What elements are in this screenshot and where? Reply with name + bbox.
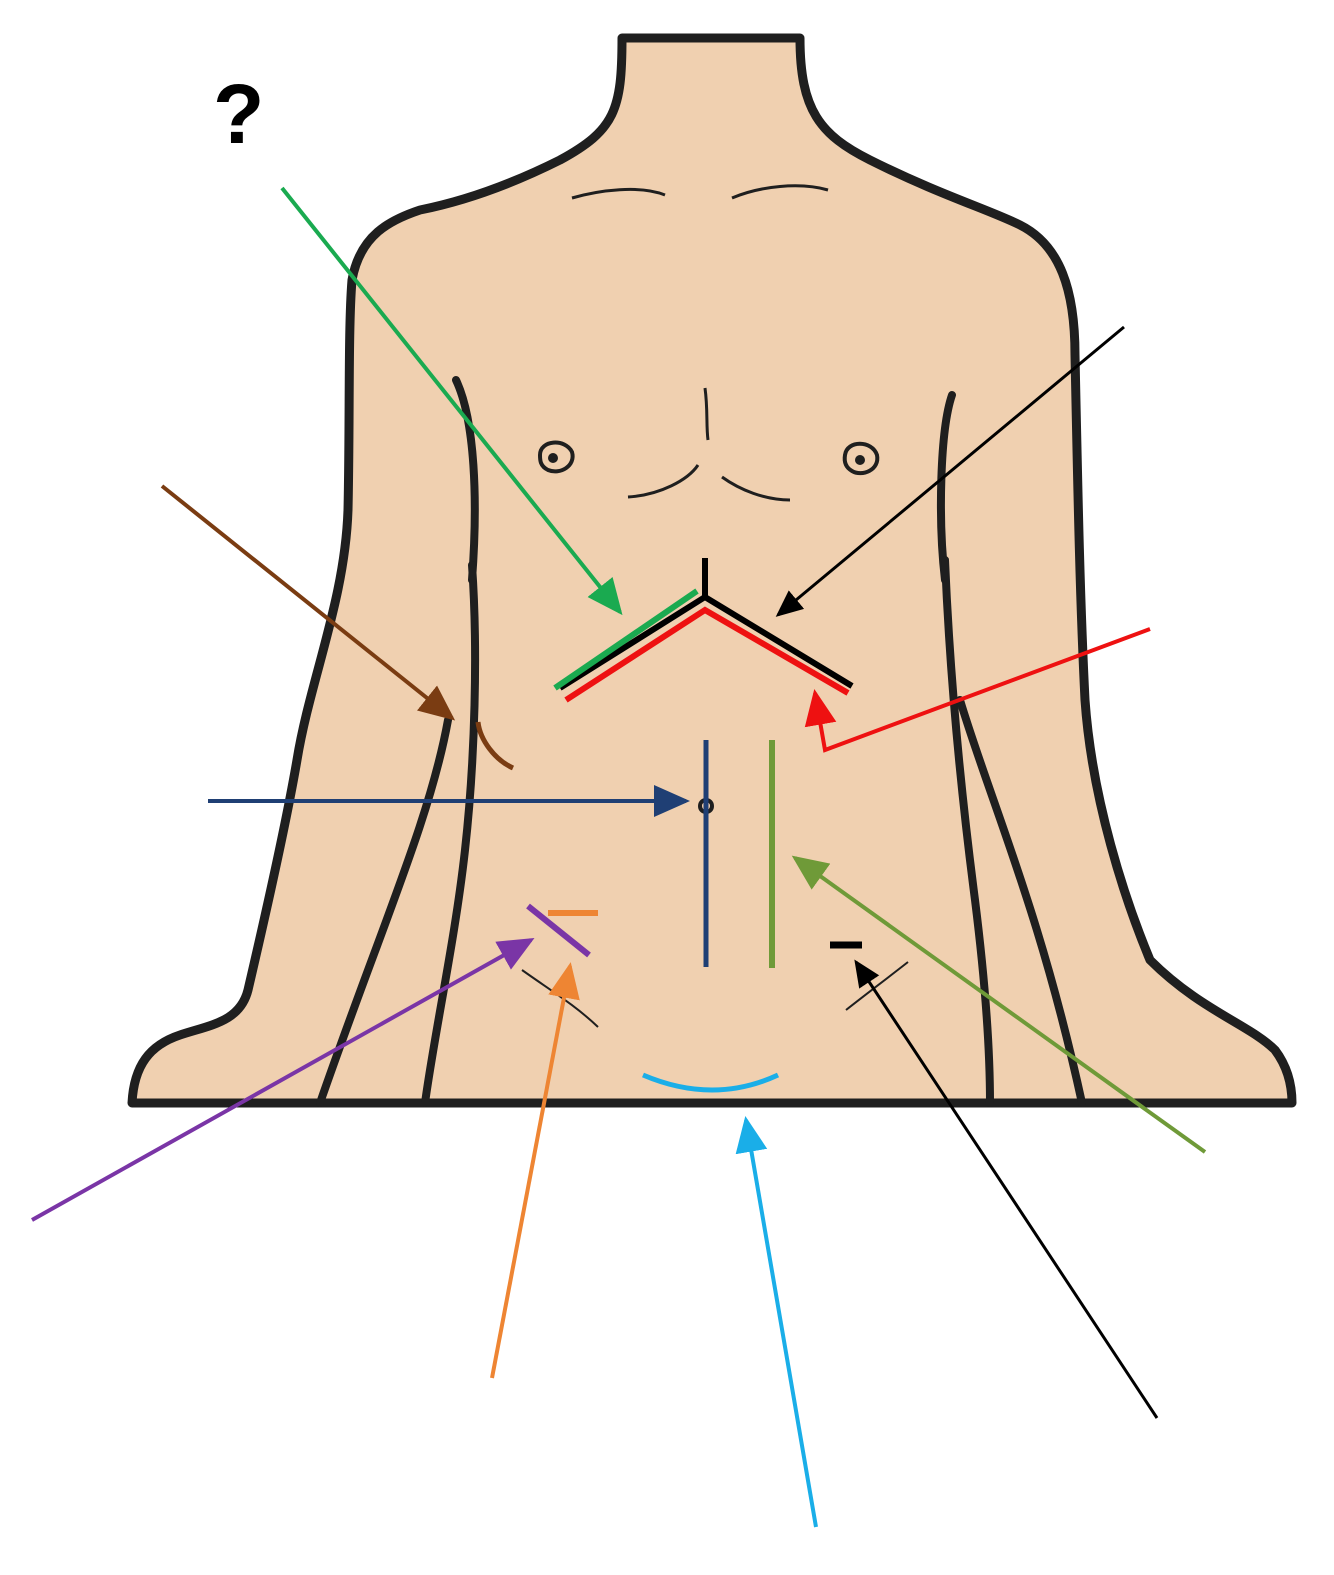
left-forearm-line	[316, 716, 452, 1107]
body-silhouette	[127, 33, 1297, 1108]
umbilicus	[697, 798, 715, 814]
left-pectoral-line	[627, 464, 700, 499]
brown-incision	[475, 721, 515, 771]
green-arrow	[280, 186, 623, 616]
right-pectoral-line	[721, 475, 791, 502]
right-forearm-line	[956, 696, 1086, 1107]
red-incision	[564, 606, 850, 703]
sky-incision	[642, 1072, 780, 1093]
left-clavicle	[571, 187, 666, 200]
sky-arrow	[735, 1116, 818, 1528]
right-clavicle	[731, 184, 829, 200]
left-arm-inner-line	[452, 376, 479, 584]
left-nipple	[537, 440, 575, 474]
purple-arrow	[31, 938, 535, 1222]
black-arrow-lower	[854, 959, 1159, 1419]
question-label: ?	[213, 67, 265, 161]
sternum-line	[703, 387, 710, 441]
red-arrow	[804, 627, 1151, 753]
right-flank-line	[941, 556, 994, 1107]
green-incision	[553, 588, 699, 691]
olive-arrow	[791, 855, 1207, 1154]
right-nipple	[842, 441, 880, 476]
black-arrow-upper	[775, 325, 1125, 617]
purple-incision	[526, 903, 591, 958]
left-flank-line	[421, 561, 480, 1107]
brown-arrow	[160, 484, 456, 721]
black-incision	[558, 558, 854, 691]
orange-arrow	[490, 962, 580, 1379]
